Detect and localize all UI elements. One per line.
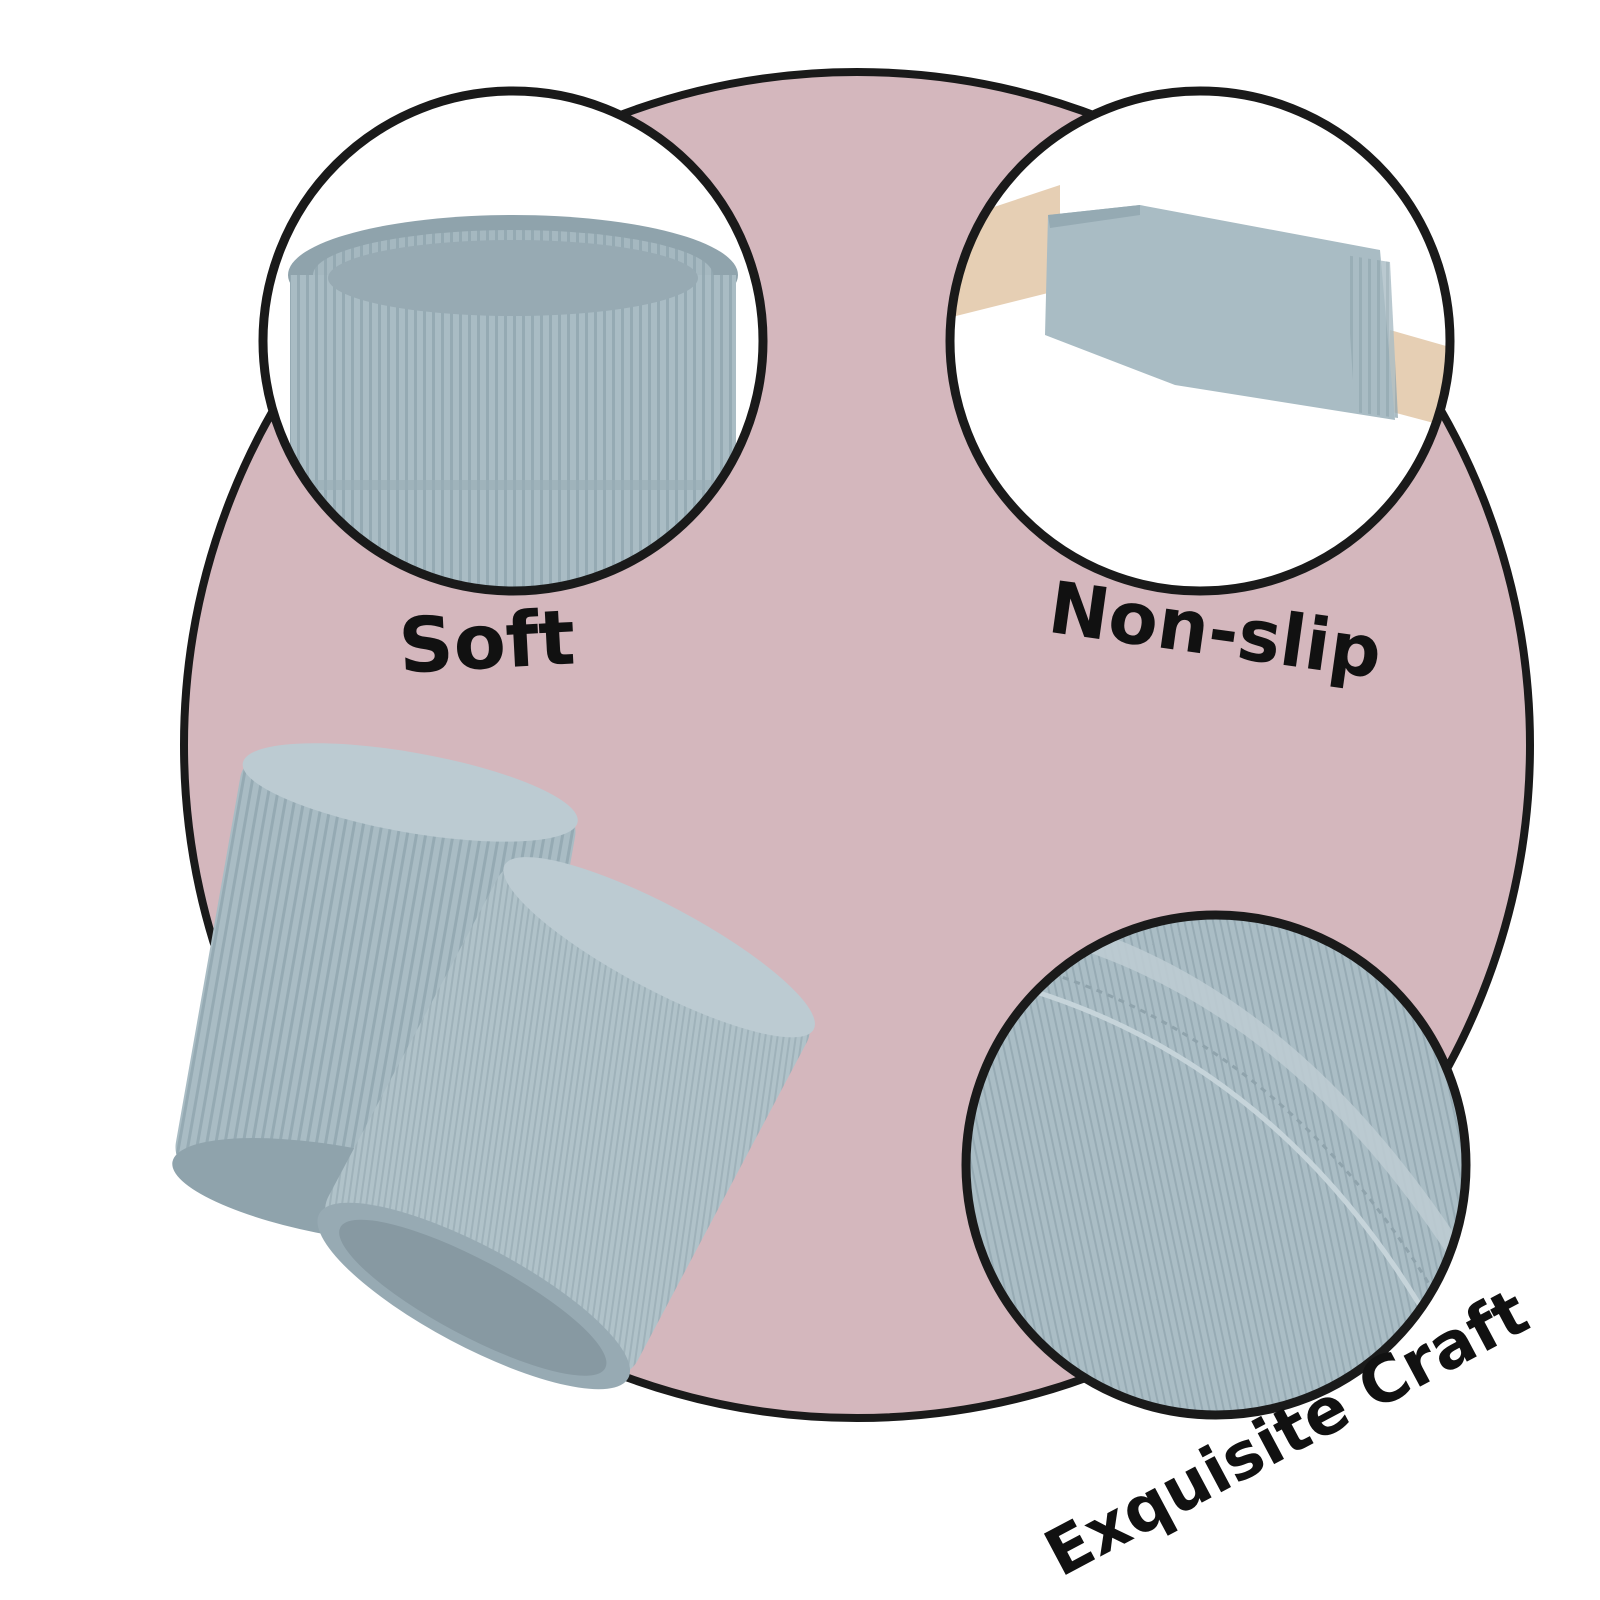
exquisite-craft-detail-photo — [961, 910, 1471, 1420]
non-slip-detail-photo — [945, 86, 1455, 596]
wristband-pair-photo — [172, 743, 815, 1390]
soft-detail-photo — [258, 86, 768, 596]
label-soft: Soft — [396, 592, 577, 690]
